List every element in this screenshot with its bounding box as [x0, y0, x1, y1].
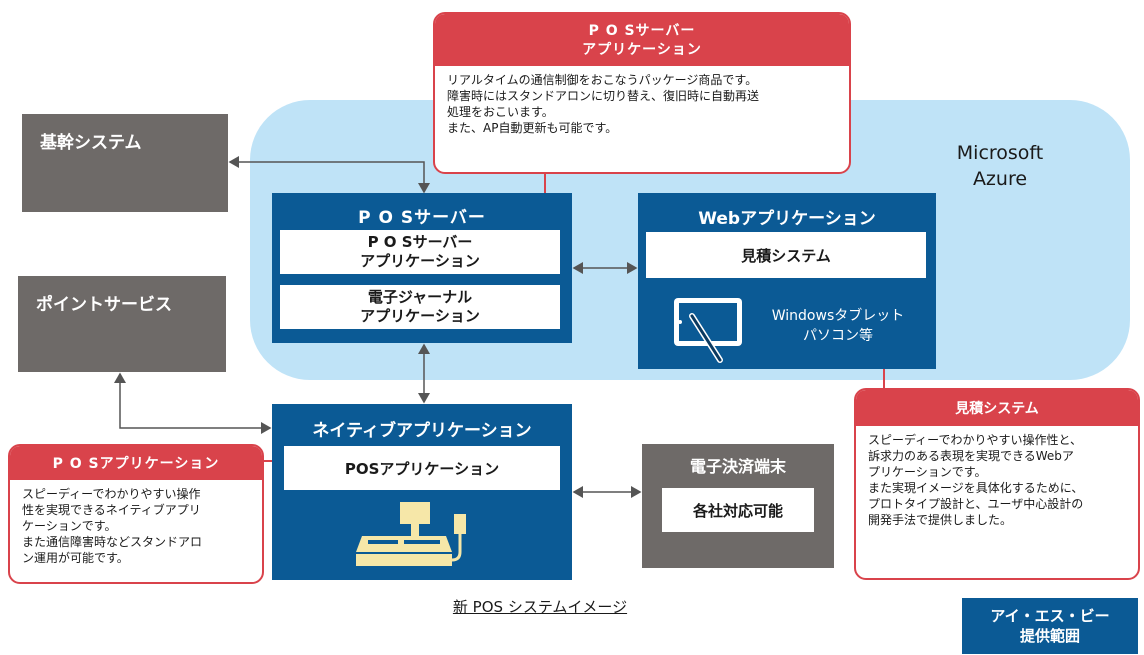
callout-pos-server-head-line1: P O Sサーバー [588, 23, 696, 39]
callout-pos-app-head: P O Sアプリケーション [10, 446, 262, 480]
e-payment-title: 電子決済端末 [689, 457, 786, 476]
callout-pos-server-head: P O Sサーバー アプリケーション [435, 14, 849, 66]
isb-badge-line1: アイ・エス・ビー [990, 607, 1110, 625]
mitsumori-system-label: 見積システム [741, 246, 831, 265]
callout-mitsumori-text: また実現イメージを具体化するために、 [868, 481, 1084, 495]
mitsumori-system-box: 見積システム [646, 232, 926, 278]
tablet-label-line2: パソコン等 [803, 328, 873, 344]
pos-server-app-box: P O Sサーバー アプリケーション [280, 230, 560, 274]
callout-pos-app-text: ケーションです。 [22, 519, 117, 533]
callout-mitsumori-text: プリケーションです。 [868, 465, 987, 479]
callout-mitsumori-body: スピーディーでわかりやすい操作性と、 訴求力のある表現を実現できるWebア プリ… [856, 426, 1138, 534]
callout-pos-server-text: 処理をおこいます。 [447, 105, 554, 119]
callout-pos-server-text: また、AP自動更新も可能です。 [447, 121, 618, 135]
azure-label-line1: Microsoft [956, 142, 1044, 164]
callout-pos-server-text: 障害時にはスタンドアロンに切り替え、復旧時に自動再送 [447, 89, 760, 103]
pos-app-inner-label: POSアプリケーション [344, 459, 500, 478]
kikan-system-box: 基幹システム [22, 114, 228, 212]
e-payment-inner-box: 各社対応可能 [662, 488, 814, 532]
callout-pos-app-body: スピーディーでわかりやすい操作 性を実現できるネイティブアプリ ケーションです。… [10, 480, 262, 572]
callout-pos-app-text: 性を実現できるネイティブアプリ [22, 503, 201, 517]
e-journal-app-box: 電子ジャーナル アプリケーション [280, 285, 560, 329]
callout-mitsumori-text: プロトタイプ設計と、ユーザ中心設計の [868, 497, 1084, 511]
e-journal-line2: アプリケーション [360, 307, 480, 325]
isb-scope-badge: アイ・エス・ビー 提供範囲 [962, 598, 1138, 654]
callout-pos-app-text: スピーディーでわかりやすい操作 [22, 487, 201, 501]
callout-mitsumori-text: 開発手法で提供しました。 [868, 513, 1013, 527]
pos-server-app-line1: P O Sサーバー [367, 233, 473, 251]
pen-tablet-icon [674, 298, 742, 363]
isb-badge-line2: 提供範囲 [1019, 627, 1080, 645]
callout-pos-server-head-line2: アプリケーション [582, 42, 702, 58]
callout-pos-server-app: P O Sサーバー アプリケーション リアルタイムの通信制御をおこなうパッケージ… [433, 12, 851, 174]
callout-mitsumori: 見積システム スピーディーでわかりやすい操作性と、 訴求力のある表現を実現できる… [854, 388, 1140, 580]
point-service-box: ポイントサービス [18, 276, 226, 372]
arrow-kikan-server [228, 156, 430, 194]
callout-pos-server-body: リアルタイムの通信制御をおこなうパッケージ商品です。 障害時にはスタンドアロンに… [435, 66, 849, 142]
pos-server-title: P O Sサーバー [358, 208, 486, 228]
azure-label: Microsoft Azure [930, 140, 1070, 192]
callout-mitsumori-text: 訴求力のある表現を実現できるWebア [868, 449, 1074, 463]
kikan-system-title: 基幹システム [40, 133, 142, 153]
callout-pos-app: P O Sアプリケーション スピーディーでわかりやすい操作 性を実現できるネイテ… [8, 444, 264, 584]
azure-label-line2: Azure [972, 168, 1028, 190]
tablet-label-line1: Windowsタブレット [771, 308, 905, 324]
pos-server-app-line2: アプリケーション [360, 252, 480, 270]
e-payment-inner-label: 各社対応可能 [692, 501, 783, 520]
e-journal-line1: 電子ジャーナル [367, 288, 473, 306]
callout-pos-app-text: ン運用が可能です。 [22, 551, 129, 565]
point-service-title: ポイントサービス [36, 295, 172, 315]
callout-pos-server-text: リアルタイムの通信制御をおこなうパッケージ商品です。 [447, 73, 758, 87]
callout-mitsumori-text: スピーディーでわかりやすい操作性と、 [868, 433, 1082, 447]
callout-pos-app-text: また通信障害時などスタンドアロ [22, 535, 203, 549]
tablet-label: Windowsタブレット パソコン等 [748, 306, 928, 346]
web-app-title: Webアプリケーション [698, 209, 876, 229]
native-app-title: ネイティブアプリケーション [312, 421, 532, 441]
arrow-point-native [114, 372, 272, 434]
pos-register-icon [356, 502, 466, 566]
callout-mitsumori-head: 見積システム [856, 390, 1138, 426]
diagram-caption: 新 POS システムイメージ [452, 598, 628, 616]
pos-app-inner-box: POSアプリケーション [284, 446, 560, 490]
